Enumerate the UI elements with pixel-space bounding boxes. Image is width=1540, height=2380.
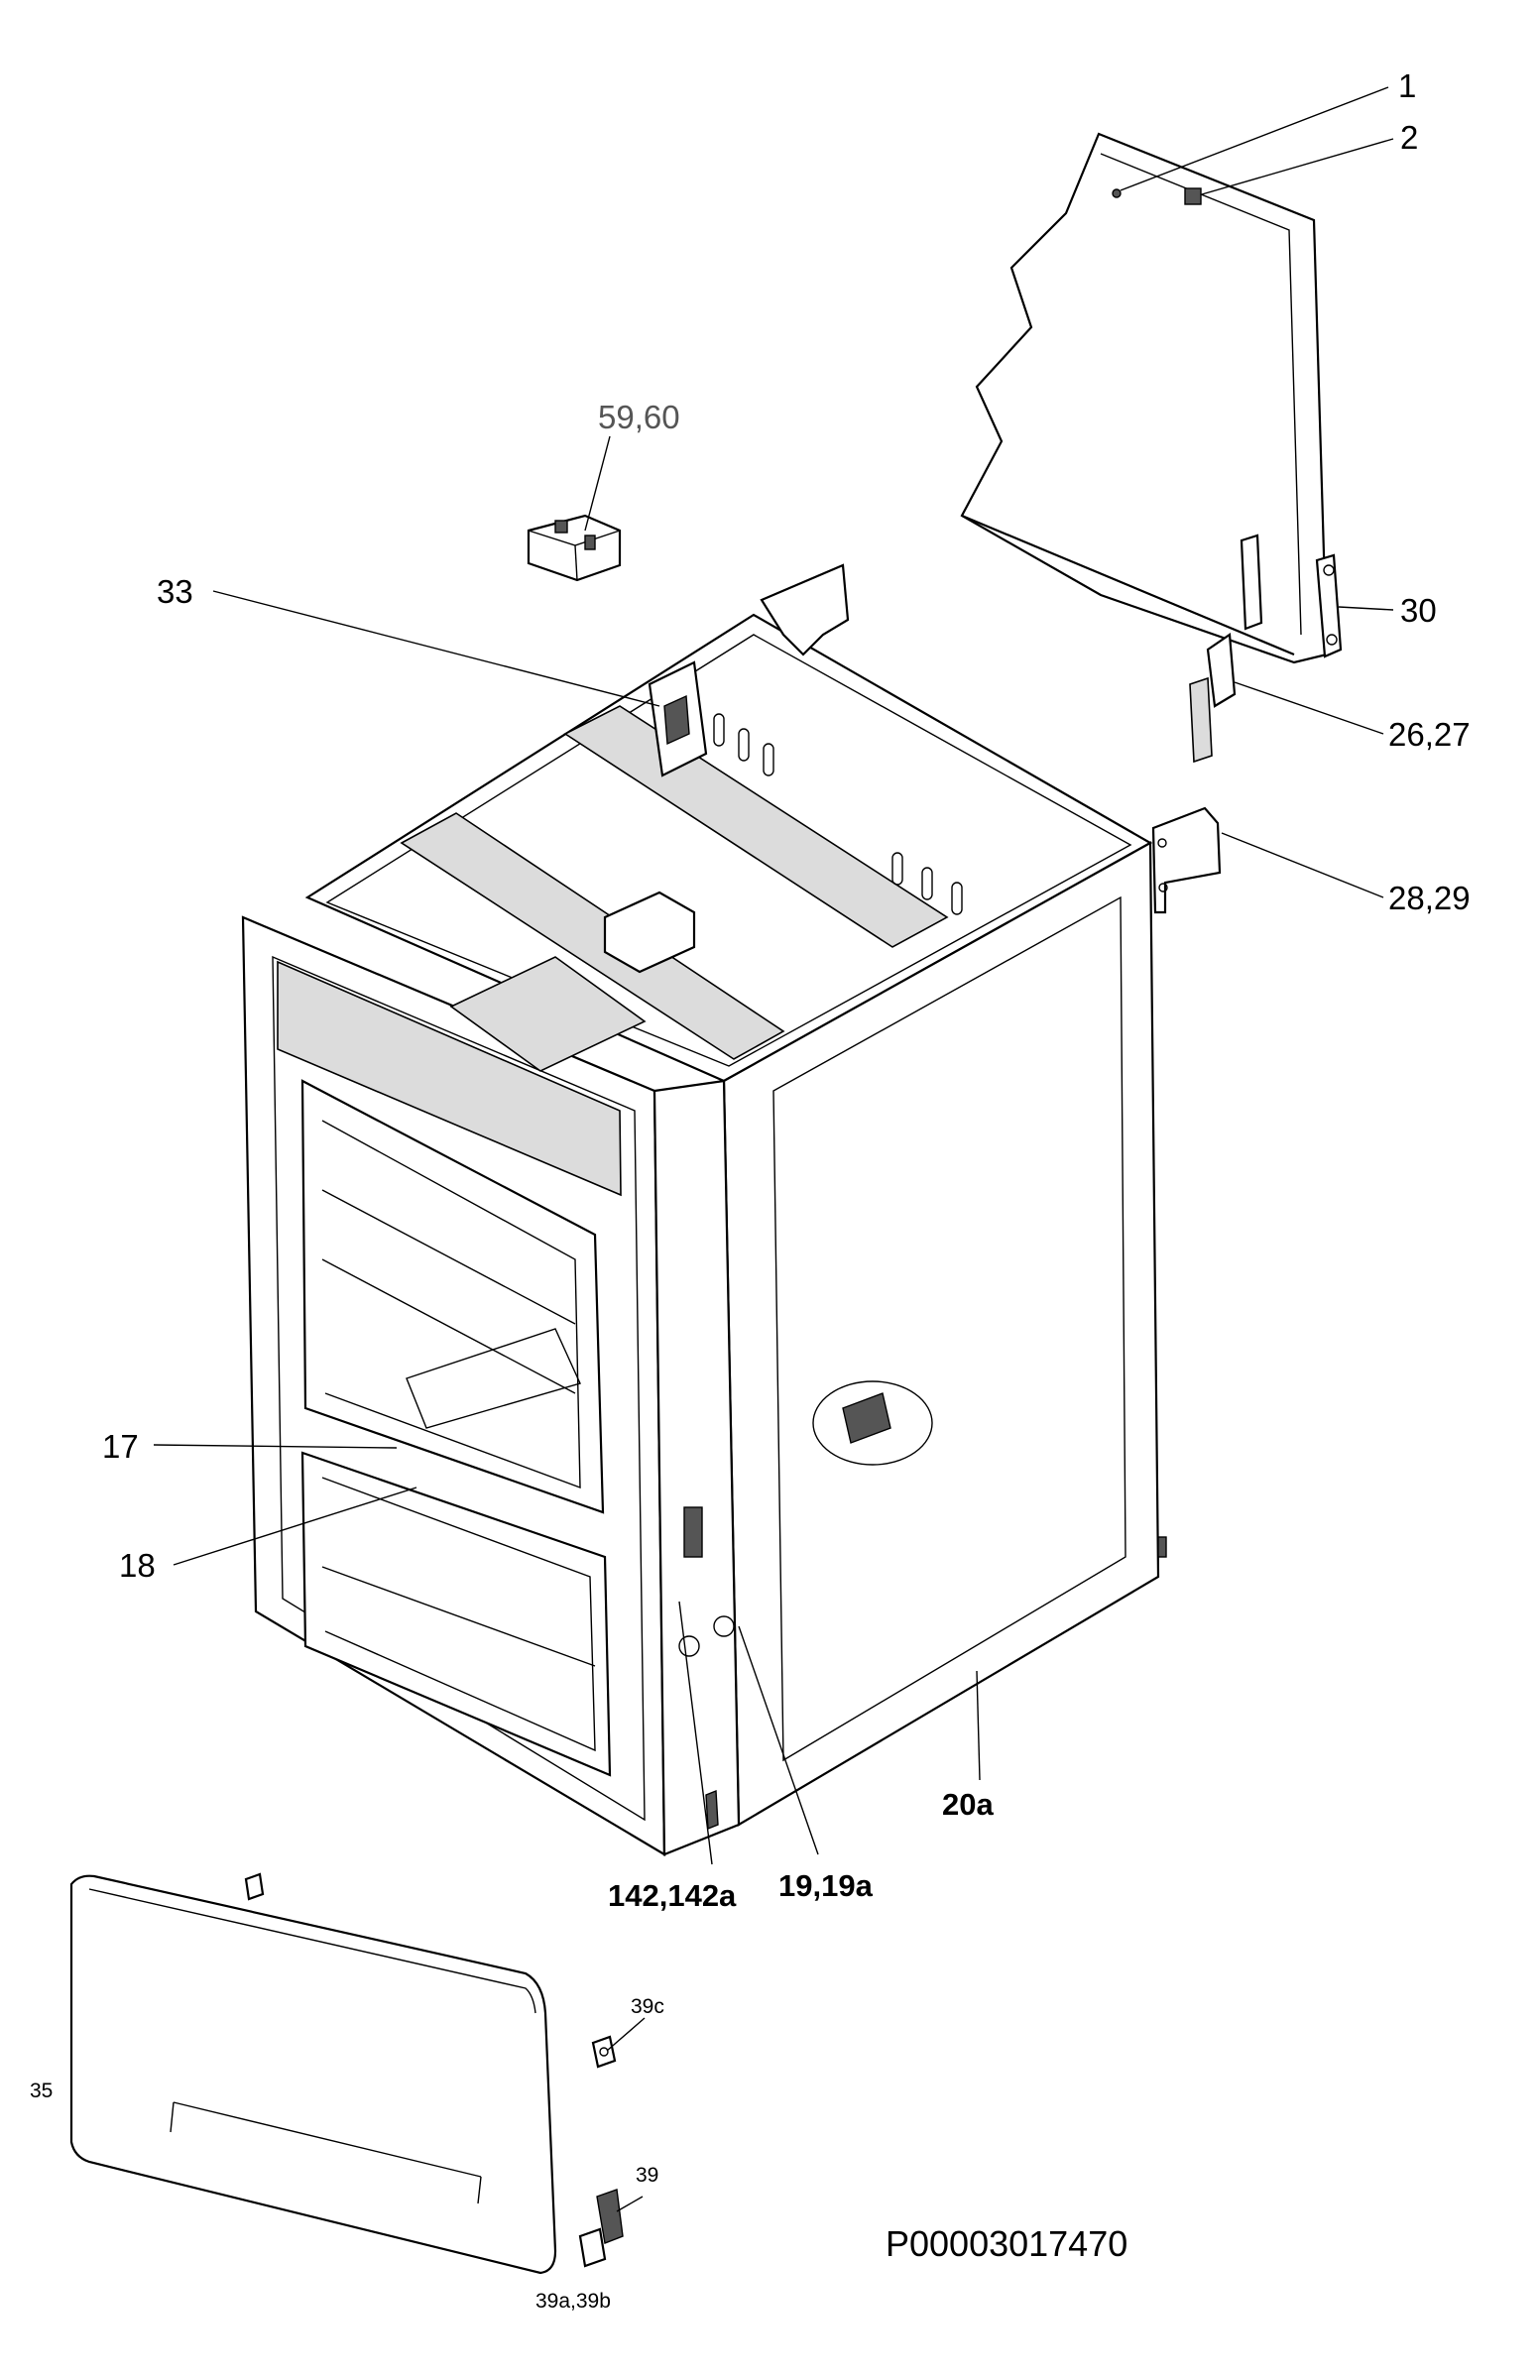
label-1: 1 bbox=[1398, 67, 1416, 104]
label-19-19a: 19,19a bbox=[778, 1868, 874, 1903]
screw-dot bbox=[1112, 188, 1122, 198]
callout-labels: 1 2 59,60 33 30 26,27 28,29 17 18 20a 14… bbox=[30, 67, 1471, 2313]
label-20a: 20a bbox=[942, 1787, 994, 1822]
label-59-60: 59,60 bbox=[598, 399, 680, 435]
label-26-27: 26,27 bbox=[1388, 716, 1471, 753]
hinge-plate-30 bbox=[1315, 553, 1343, 658]
label-142-142a: 142,142a bbox=[608, 1878, 737, 1913]
clip-39c bbox=[591, 2035, 617, 2069]
top-crossbar bbox=[400, 812, 785, 1060]
label-18: 18 bbox=[119, 1547, 156, 1584]
label-39c: 39c bbox=[631, 1995, 664, 2018]
label-30: 30 bbox=[1400, 592, 1437, 629]
label-2: 2 bbox=[1400, 119, 1418, 156]
oven-cabinet bbox=[241, 563, 1167, 1856]
hinge-pin-26-27 bbox=[1189, 633, 1237, 764]
drawing-code: P00003017470 bbox=[886, 2223, 1127, 2264]
label-33: 33 bbox=[157, 573, 193, 610]
hinge-bracket-28-29 bbox=[1151, 806, 1222, 914]
label-39: 39 bbox=[636, 2164, 658, 2187]
lower-compartment bbox=[300, 1451, 612, 1777]
switch-59-60 bbox=[527, 514, 622, 582]
latch-142 bbox=[683, 1506, 703, 1558]
label-17: 17 bbox=[102, 1428, 139, 1465]
leader-lines bbox=[153, 86, 1394, 2212]
label-28-29: 28,29 bbox=[1388, 880, 1471, 916]
label-35: 35 bbox=[30, 2080, 53, 2102]
back-panel bbox=[960, 132, 1343, 664]
door-35 bbox=[69, 1872, 557, 2275]
hinge-39 bbox=[578, 2189, 624, 2268]
oven-cavity bbox=[300, 1079, 605, 1514]
label-39a-39b: 39a,39b bbox=[535, 2290, 611, 2313]
screw-hole bbox=[1184, 187, 1202, 205]
